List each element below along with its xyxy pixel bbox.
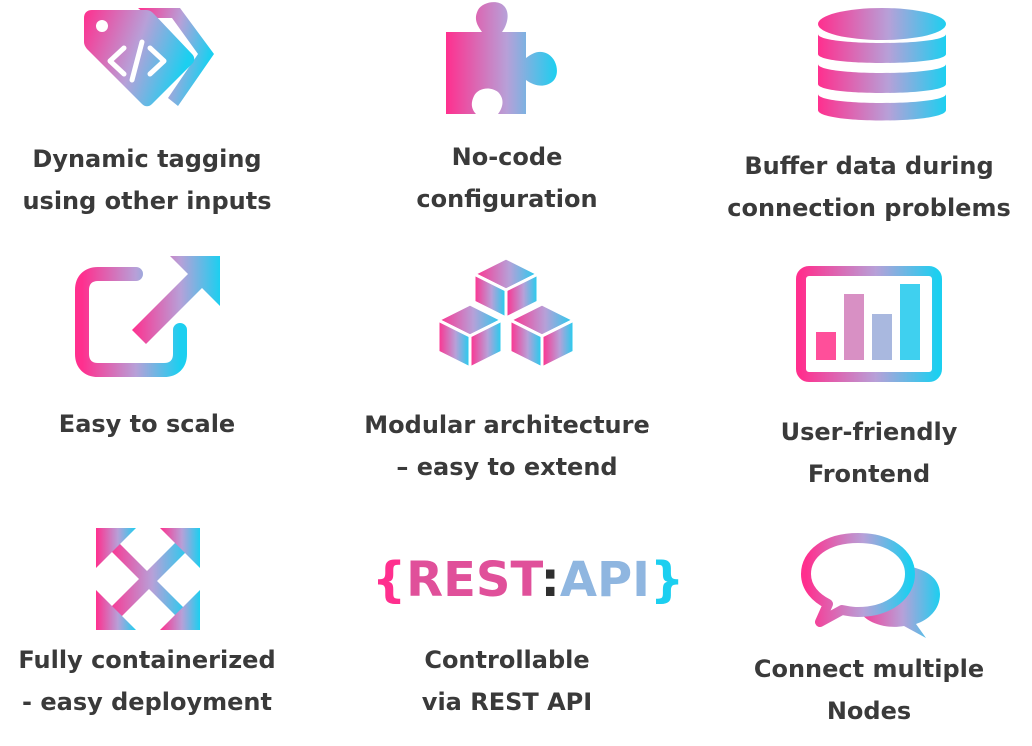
feature-label-line2: Nodes [826, 697, 912, 725]
feature-label: No-code configuration [327, 136, 687, 220]
feature-label: Dynamic tagging using other inputs [0, 138, 327, 222]
feature-label-line2: – easy to extend [396, 453, 618, 481]
external-link-scale-icon [75, 256, 220, 377]
feature-label-line1: Buffer data during [744, 152, 994, 180]
feature-label-line1: Dynamic tagging [32, 145, 262, 173]
rest-open-brace: { [372, 552, 407, 608]
feature-label-line2: via REST API [421, 688, 593, 716]
feature-label: Modular architecture – easy to extend [327, 404, 687, 488]
rest-colon: : [540, 552, 560, 608]
feature-label-line2: - easy deployment [22, 688, 272, 716]
feature-label-line2: Frontend [807, 460, 931, 488]
expand-arrows-icon [96, 528, 200, 630]
database-icon [818, 8, 946, 121]
feature-label-line1: Controllable [424, 646, 590, 674]
feature-label-line1: Connect multiple [753, 655, 985, 683]
rest-api-logo-icon: {REST:API} [372, 544, 684, 616]
feature-label: Fully containerized - easy deployment [0, 639, 327, 723]
rest-text: REST [406, 552, 541, 608]
bar-chart-monitor-icon [796, 266, 942, 382]
feature-label-line1: Fully containerized [18, 646, 276, 674]
api-text: API [559, 552, 650, 608]
price-tag-code-icon [84, 8, 214, 107]
feature-label-line2: using other inputs [22, 187, 272, 215]
feature-label: User-friendly Frontend [689, 411, 1032, 495]
feature-label-line1: No-code [451, 143, 563, 171]
chat-bubbles-icon [801, 533, 940, 638]
puzzle-piece-icon [446, 2, 557, 114]
feature-label-line2: configuration [416, 185, 598, 213]
feature-label-line1: Easy to scale [58, 410, 236, 438]
feature-label: Controllable via REST API [327, 639, 687, 723]
cubes-icon [436, 256, 576, 370]
feature-label-line2: connection problems [727, 194, 1011, 222]
rest-close-brace: } [650, 552, 685, 608]
feature-label-line1: Modular architecture [364, 411, 650, 439]
feature-label: Buffer data during connection problems [689, 145, 1032, 229]
feature-label: Connect multiple Nodes [689, 648, 1032, 732]
feature-label-line1: User-friendly [780, 418, 958, 446]
feature-label: Easy to scale [0, 403, 327, 445]
